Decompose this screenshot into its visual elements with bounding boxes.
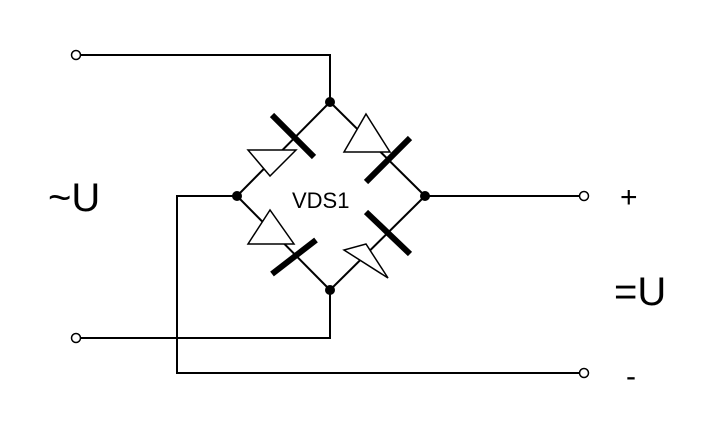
diode-bottom-right-triangle — [342, 243, 389, 279]
terminal-ac-bottom — [70, 332, 82, 344]
diode-top-left-cathode-bar — [269, 112, 317, 160]
wire-output-minus — [176, 195, 584, 374]
diode-top-left — [246, 112, 317, 178]
diode-bottom-left-triangle — [246, 208, 296, 245]
diode-top-left-triangle — [246, 149, 298, 178]
diode-top-right — [342, 112, 413, 185]
bridge-top-left-edge — [236, 101, 331, 197]
diode-bottom-left — [246, 208, 318, 277]
diode-top-right-triangle — [342, 112, 392, 153]
bridge-bottom-right-edge — [329, 195, 426, 291]
label-dc-output: =U — [614, 270, 666, 314]
terminal-minus — [578, 367, 590, 379]
terminal-plus — [578, 190, 590, 202]
diode-bottom-left-cathode-bar — [270, 237, 318, 277]
label-minus: - — [626, 360, 636, 393]
label-plus: + — [620, 181, 638, 214]
junction-node-right — [420, 191, 430, 201]
label-bridge-designator: VDS1 — [292, 188, 349, 213]
junction-node-left — [232, 191, 242, 201]
junction-node-bottom — [325, 285, 335, 295]
diode-top-right-cathode-bar — [363, 135, 413, 185]
label-ac-input: ~U — [48, 176, 100, 220]
wire-ac-top — [76, 54, 331, 102]
wire-ac-bottom — [76, 290, 331, 339]
junction-node-top — [325, 97, 335, 107]
terminal-ac-top — [70, 49, 82, 61]
diode-bottom-right-cathode-bar — [363, 209, 413, 257]
diode-bottom-right — [342, 209, 413, 279]
